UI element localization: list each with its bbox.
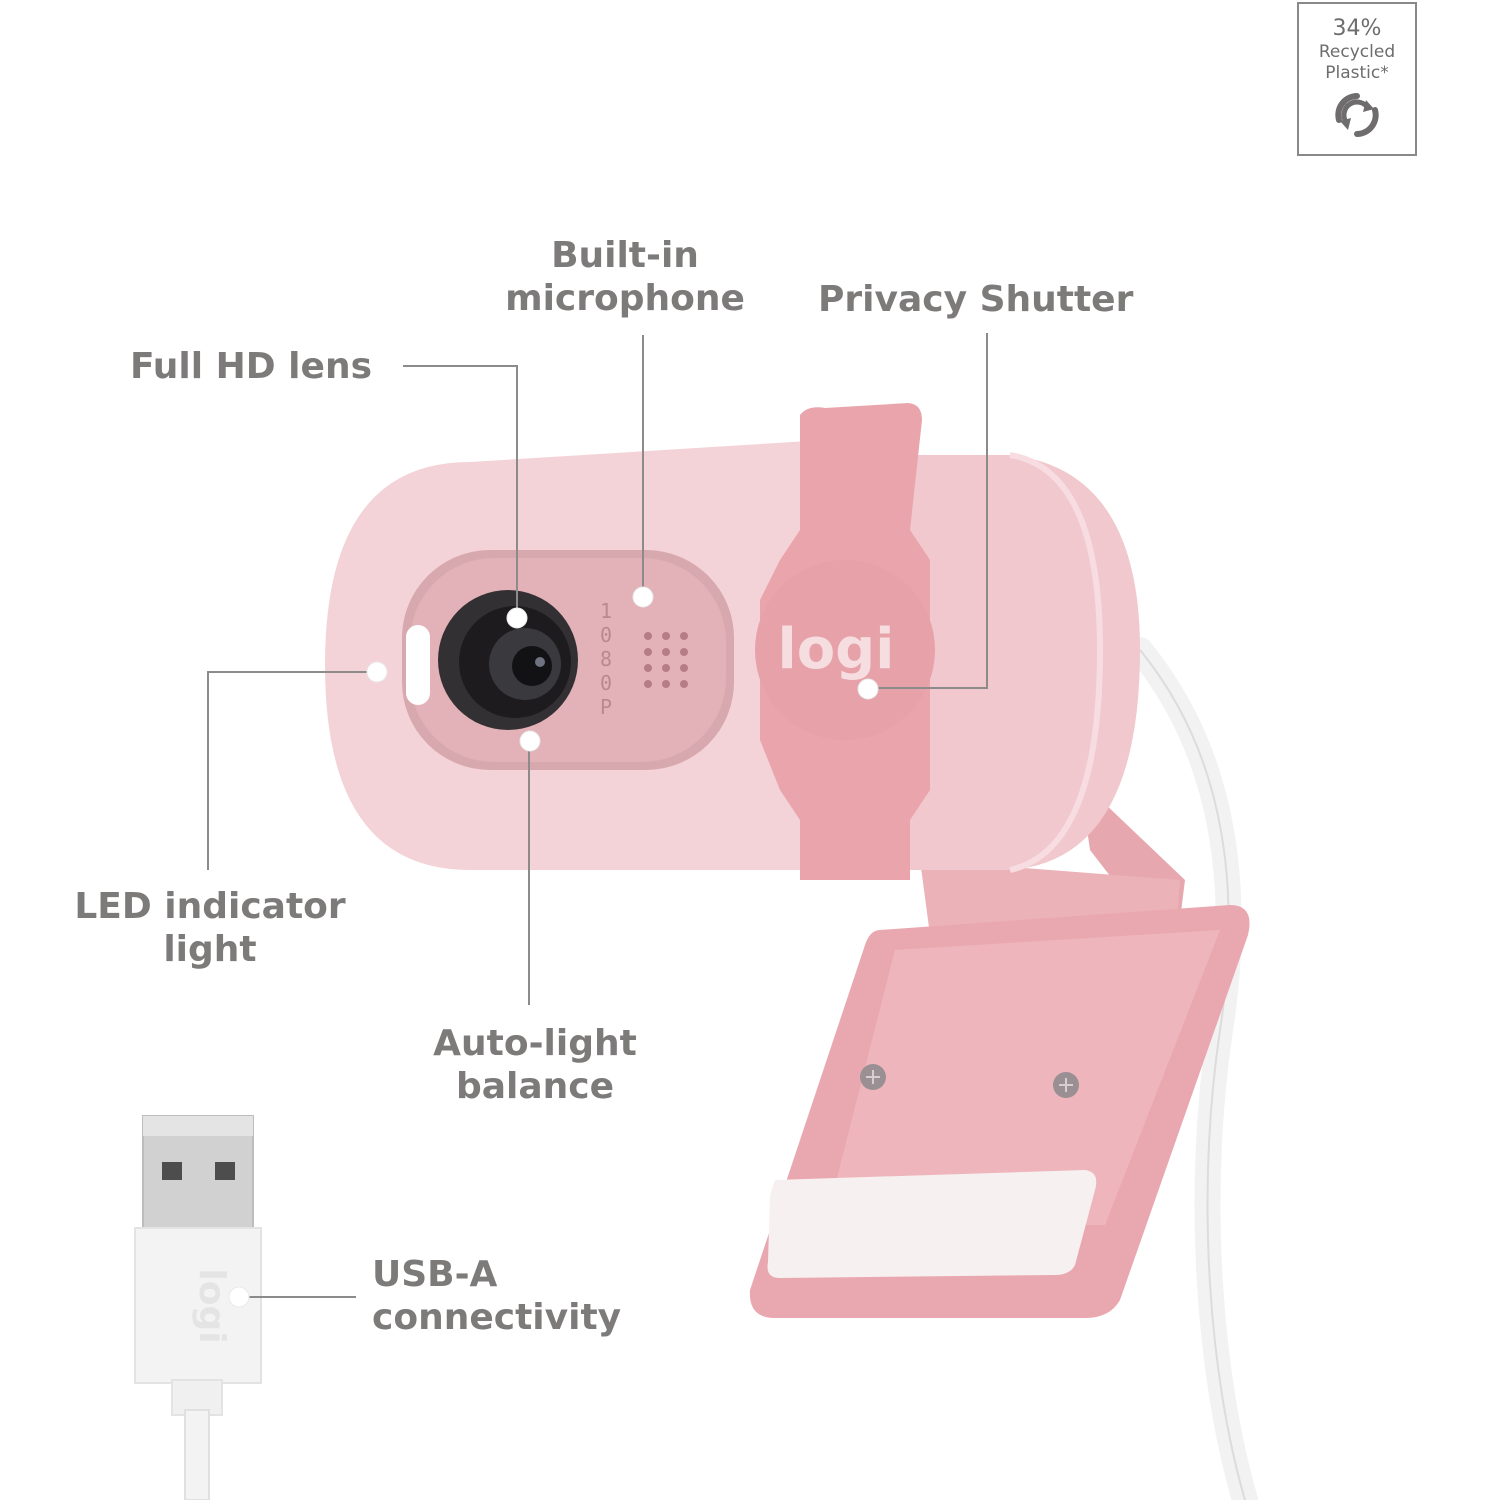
badge-line1: Recycled: [1318, 42, 1396, 62]
callout-dots: [228, 586, 879, 1308]
badge-percent: 34%: [1332, 16, 1382, 41]
label-privacy-shutter: Privacy Shutter: [818, 278, 1133, 321]
label-microphone-line2: microphone: [505, 278, 745, 319]
usb-logo: logi: [191, 1268, 232, 1343]
label-microphone: Built-in microphone: [500, 234, 750, 320]
recycled-plastic-badge: 34% Recycled Plastic*: [1297, 2, 1417, 156]
label-led-line1: LED indicator: [74, 886, 346, 927]
label-full-hd-lens: Full HD lens: [130, 345, 372, 388]
mic-holes: [644, 632, 688, 688]
label-led-indicator: LED indicator light: [60, 885, 360, 971]
label-microphone-line1: Built-in: [551, 235, 699, 276]
leader-lines: [207, 333, 988, 1298]
webcam-stand: [749, 780, 1250, 1318]
dot-auto-light: [519, 730, 541, 752]
dot-usb: [228, 1286, 250, 1308]
label-auto-line1: Auto-light: [433, 1023, 637, 1064]
dot-privacy-shutter: [857, 678, 879, 700]
led-indicator: [406, 625, 430, 705]
usb-a-connector: logi: [134, 1115, 262, 1500]
label-usb: USB-A connectivity: [372, 1253, 621, 1339]
label-auto-line2: balance: [455, 1066, 615, 1107]
recycle-arrows-icon: [1335, 93, 1379, 137]
dot-full-hd-lens: [506, 607, 528, 629]
label-privacy-shutter-text: Privacy Shutter: [818, 279, 1134, 320]
label-full-hd-lens-text: Full HD lens: [130, 346, 372, 387]
dot-microphone: [632, 586, 654, 608]
privacy-shutter: logi: [755, 403, 935, 880]
badge-line2: Plastic*: [1325, 63, 1389, 83]
dot-led-light: [366, 661, 388, 683]
label-usb-line1: USB-A: [372, 1254, 498, 1295]
label-usb-line2: connectivity: [372, 1297, 622, 1338]
brand-logo: logi: [778, 617, 895, 682]
webcam-cable-shadow: [1139, 649, 1246, 1500]
label-led-line2: light: [163, 929, 257, 970]
label-auto-light: Auto-light balance: [410, 1022, 660, 1108]
